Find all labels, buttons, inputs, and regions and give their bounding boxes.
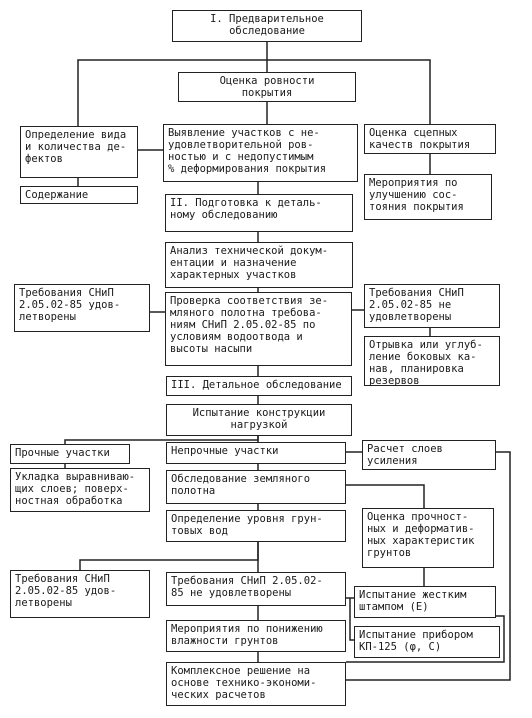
node-soil-assess: Оценка прочност- ных и деформатив- ных х… [362,508,494,568]
node-measures-coating: Мероприятия по улучшению сос- тояния пок… [364,174,492,220]
node-leveling: Укладка выравниваю- щих слоев; поверх- н… [10,468,150,512]
node-snip-ok-2: Требования СНиП 2.05.02-85 удов- летворе… [10,570,150,618]
node-strong: Прочные участки [10,444,130,464]
node-humidity: Мероприятия по понижению влажности грунт… [166,620,346,652]
node-unsatisf: Выявление участков с не- удовлетворитель… [163,124,358,182]
node-maintenance: Содержание [20,186,138,204]
node-check-subgrade: Проверка соответствия зе- мляного полотн… [165,292,352,366]
node-load-test: Испытание конструкции нагрузкой [166,404,352,436]
node-calc-layers: Расчет слоев усиления [362,440,496,470]
node-evenness: Оценка ровности покрытия [178,72,356,102]
node-defects: Определение вида и количества де- фектов [20,126,138,178]
node-analysis: Анализ технической докум- ентации и назн… [165,242,353,288]
node-prep-detailed: II. Подготовка к деталь- ному обследован… [165,194,353,232]
node-snip-ok-1: Требования СНиП 2.05.02-85 удов- летворе… [14,284,150,332]
node-complex: Комплексное решение на основе технико-эк… [166,662,346,706]
node-snip-fail-1: Требования СНиП 2.05.02-85 не удовлетвор… [364,284,500,328]
node-weak: Непрочные участки [166,442,346,464]
node-detailed: III. Детальное обследование [166,376,352,396]
node-groundwater: Определение уровня грун- товых вод [166,510,346,542]
node-snip-fail-2: Требования СНиП 2.05.02- 85 не удовлетво… [166,572,346,606]
node-prelim: I. Предварительное обследование [172,10,362,42]
node-ditches: Отрывка или углуб- ление боковых ка- нав… [364,336,500,387]
node-adhesion: Оценка сцепных качеств покрытия [364,124,496,154]
node-survey-subgrade: Обследование земляного полотна [166,470,346,504]
node-kp-test: Испытание прибором КП-125 (φ, C) [354,626,500,658]
node-plate-test: Испытание жестким штампом (E) [354,586,496,618]
